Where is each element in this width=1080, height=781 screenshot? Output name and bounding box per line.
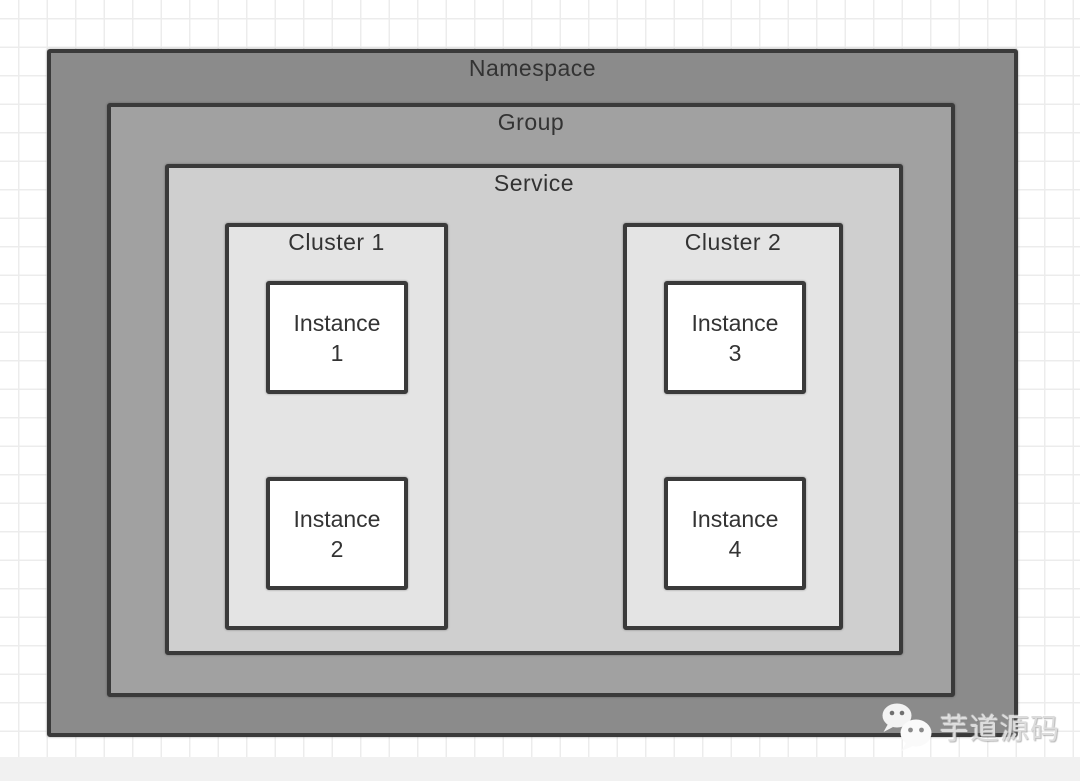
- instance-4-word: Instance: [691, 505, 779, 532]
- bottom-band: [0, 757, 1080, 781]
- cluster-2-label: Cluster 2: [684, 229, 782, 255]
- instance-1-word: Instance: [293, 309, 381, 336]
- watermark: 芋道源码: [876, 702, 1060, 752]
- service-box: Service Cluster 1 Instance 1 Instance 2 …: [165, 164, 903, 655]
- instance-3-number: 3: [728, 339, 742, 366]
- group-box: Group Service Cluster 1 Instance 1 Insta…: [107, 103, 955, 697]
- cluster-1-label: Cluster 1: [288, 229, 385, 255]
- group-label: Group: [497, 109, 565, 135]
- cluster-2-box: Cluster 2 Instance 3 Instance 4: [623, 223, 843, 630]
- instance-3-box: Instance 3: [664, 281, 806, 394]
- instance-1-box: Instance 1: [266, 281, 408, 394]
- namespace-label: Namespace: [468, 55, 597, 81]
- instance-2-box: Instance 2: [266, 477, 408, 590]
- instance-4-box: Instance 4: [664, 477, 806, 590]
- wechat-icon: [882, 703, 932, 751]
- instance-1-number: 1: [330, 339, 344, 366]
- instance-2-number: 2: [330, 535, 344, 562]
- instance-2-word: Instance: [293, 505, 381, 532]
- namespace-box: Namespace Group Service Cluster 1 Instan…: [47, 49, 1018, 737]
- service-label: Service: [493, 170, 575, 196]
- cluster-1-box: Cluster 1 Instance 1 Instance 2: [225, 223, 448, 630]
- instance-4-number: 4: [728, 535, 742, 562]
- instance-3-word: Instance: [691, 309, 779, 336]
- watermark-text: 芋道源码: [940, 714, 1061, 746]
